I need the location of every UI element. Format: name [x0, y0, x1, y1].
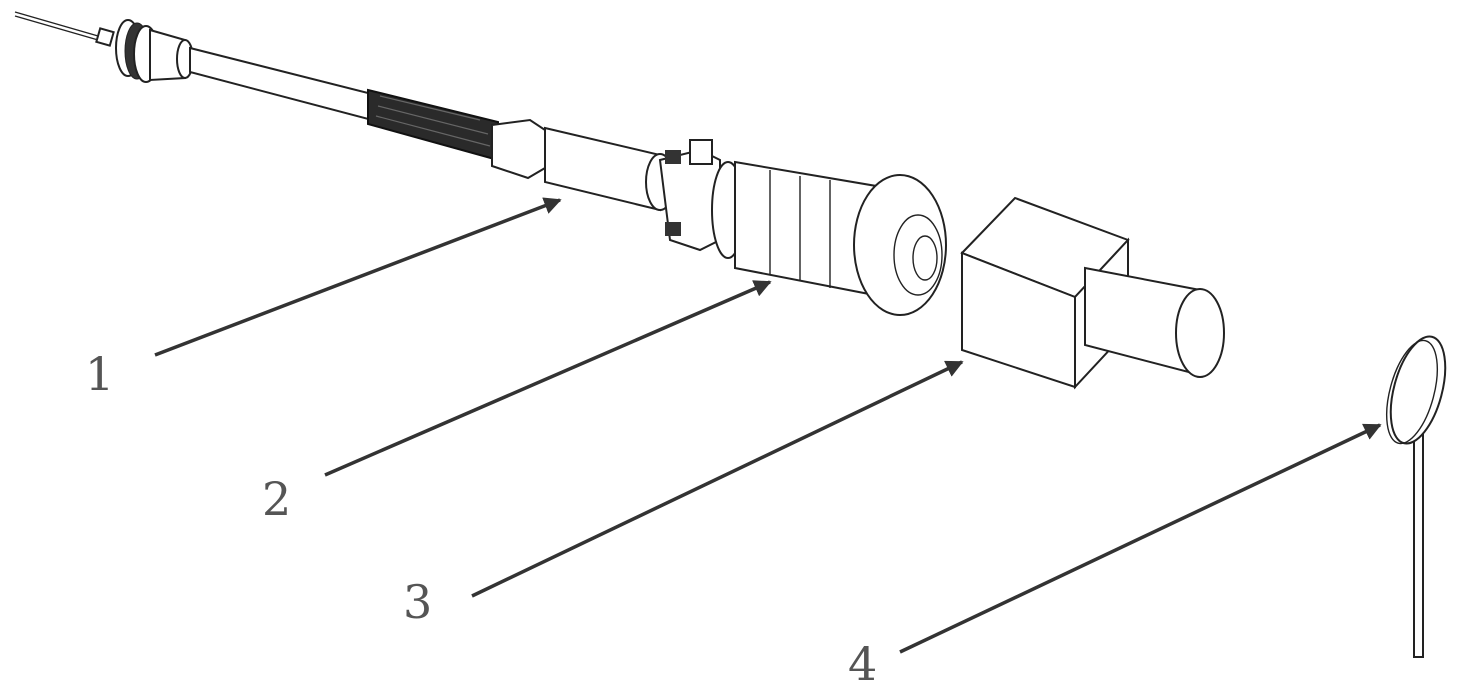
leader-line-2 [325, 282, 770, 475]
coupling-connector [660, 140, 946, 315]
cylinder-end-face [854, 175, 946, 315]
leader-line-1 [155, 200, 560, 355]
part-label-3: 3 [403, 575, 432, 629]
part-label-2: 2 [262, 472, 291, 526]
hex-nut [492, 120, 545, 178]
leader-line-4 [900, 425, 1380, 652]
probe-rod-assembly [15, 12, 674, 210]
leader-line-3 [472, 362, 962, 596]
lens-face [1176, 289, 1224, 377]
part-label-1: 1 [85, 347, 114, 401]
threaded-section [368, 90, 498, 160]
rear-tube [545, 128, 660, 210]
part-label-4: 4 [848, 637, 877, 691]
mirror-tool [1377, 331, 1455, 657]
needle-tip [15, 12, 105, 38]
camera-unit [962, 198, 1224, 387]
front-tube [190, 48, 372, 120]
mirror-handle [1414, 435, 1423, 657]
